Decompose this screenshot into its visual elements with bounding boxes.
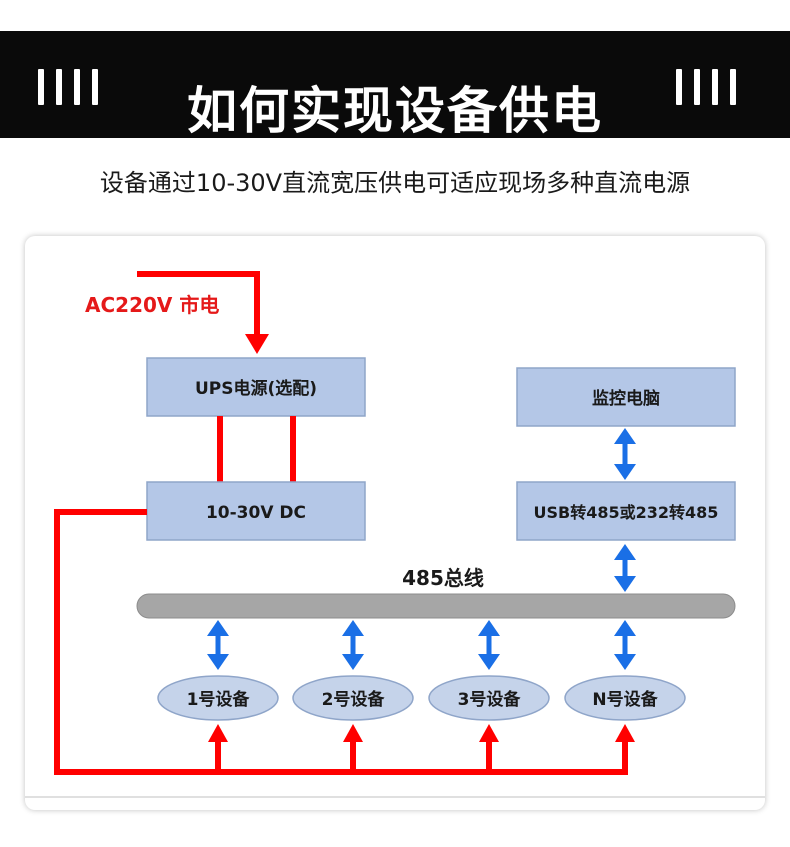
power-distribution-line xyxy=(54,509,628,775)
dc-supply-box xyxy=(146,481,366,541)
device-power-feeds xyxy=(208,724,635,772)
ac-input-arrowhead xyxy=(245,334,269,354)
monitoring-pc-box xyxy=(516,367,736,427)
card-bottom-divider xyxy=(25,796,765,798)
ac-input-label: AC220V 市电 xyxy=(85,293,219,317)
device-3: 3号设备 xyxy=(428,675,550,721)
dc-supply-box-label: 10-30V DC xyxy=(206,503,306,523)
pc-converter-arrow xyxy=(614,428,636,480)
device-1: 1号设备 xyxy=(157,675,279,721)
rs485-bus xyxy=(136,593,736,619)
device-2: 2号设备 xyxy=(292,675,414,721)
diagram-card: AC220V 市电 UPS电源(选配) 10-30V DC 监控电脑 xyxy=(25,236,765,810)
device-1-label: 1号设备 xyxy=(187,689,251,710)
device-n: N号设备 xyxy=(564,675,686,721)
device-n-label: N号设备 xyxy=(592,689,658,710)
ups-box xyxy=(146,357,366,417)
power-supply-diagram: AC220V 市电 UPS电源(选配) 10-30V DC 监控电脑 xyxy=(54,271,736,775)
page-subtitle: 设备通过10-30V直流宽压供电可适应现场多种直流电源 xyxy=(99,169,691,197)
converter-bus-arrow xyxy=(614,544,636,592)
monitoring-pc-box-label: 监控电脑 xyxy=(592,388,660,409)
page-title: 如何实现设备供电 xyxy=(187,82,603,140)
right-decoration-bars xyxy=(676,69,736,105)
device-3-label: 3号设备 xyxy=(458,689,522,710)
converter-box xyxy=(516,481,736,541)
ac-input-line xyxy=(137,271,260,336)
bus-label: 485总线 xyxy=(402,566,484,590)
bus-device-arrows xyxy=(207,620,636,670)
converter-box-label: USB转485或232转485 xyxy=(534,503,719,522)
device-2-label: 2号设备 xyxy=(322,689,386,710)
left-decoration-bars xyxy=(38,69,98,105)
ups-box-label: UPS电源(选配) xyxy=(195,378,317,399)
title-banner: 如何实现设备供电 xyxy=(0,31,790,140)
